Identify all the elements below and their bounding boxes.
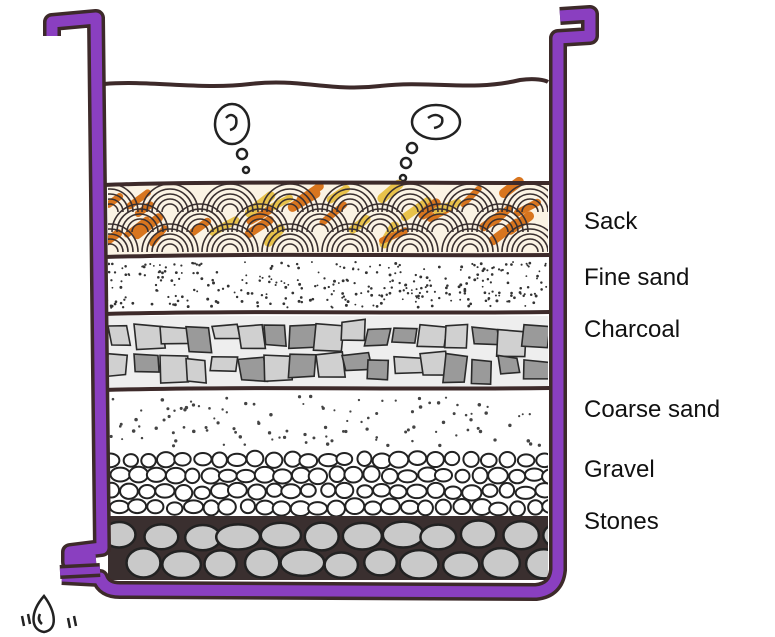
water-drop-icon: [22, 596, 76, 632]
label-charcoal: Charcoal: [584, 318, 680, 342]
label-gravel: Gravel: [584, 458, 655, 482]
label-coarse-sand: Coarse sand: [584, 398, 720, 422]
label-stones: Stones: [584, 510, 659, 534]
layer-sack: [82, 182, 558, 256]
label-fine-sand: Fine sand: [584, 266, 689, 290]
layer-coarse-sand: [104, 392, 550, 450]
label-sack: Sack: [584, 210, 637, 234]
layer-stones: [103, 516, 582, 580]
bubbles-icon: [215, 104, 460, 181]
layer-gravel: [101, 450, 561, 516]
water-surface-line: [104, 79, 548, 87]
layer-fine-sand: [104, 258, 550, 312]
outlet-spout: [60, 570, 100, 572]
layer-charcoal: [104, 316, 552, 388]
